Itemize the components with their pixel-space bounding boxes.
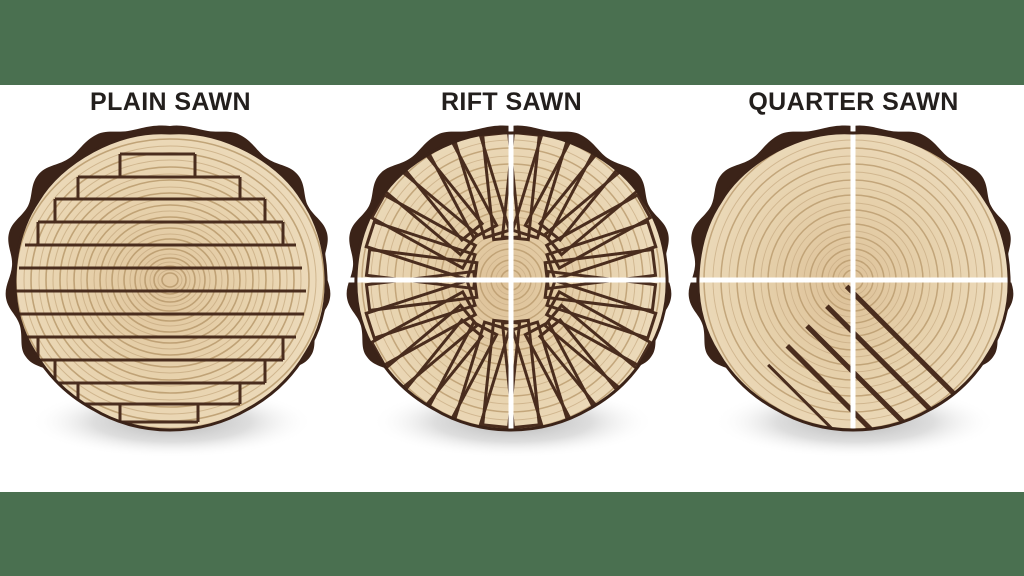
panel-plain-sawn: PLAIN SAWN bbox=[0, 85, 341, 492]
panel-title-plain-sawn: PLAIN SAWN bbox=[90, 88, 251, 116]
rift-sawn-svg bbox=[346, 119, 675, 458]
panel-title-quarter-sawn: QUARTER SAWN bbox=[748, 88, 959, 116]
plain-sawn-svg bbox=[5, 125, 331, 458]
log-cross-section-plain-sawn bbox=[0, 117, 341, 477]
bark-inner-edge bbox=[354, 131, 669, 432]
quarter-cross-lines-outer bbox=[689, 119, 1017, 423]
bark-inner-edge bbox=[13, 131, 328, 432]
panel-rift-sawn: RIFT SAWN bbox=[341, 85, 682, 492]
log-cross-section-rift-sawn bbox=[341, 117, 682, 477]
panel-quarter-sawn: QUARTER SAWN bbox=[683, 85, 1024, 492]
quarter-cross-lines-outer bbox=[347, 119, 675, 423]
white-content-sheet: PLAIN SAWN bbox=[0, 85, 1024, 492]
top-letterbox-band bbox=[0, 0, 1024, 85]
wood-body bbox=[14, 132, 327, 430]
bark-inner-edge bbox=[696, 131, 1011, 432]
board-cut-lines bbox=[15, 152, 306, 424]
panel-title-rift-sawn: RIFT SAWN bbox=[440, 88, 583, 116]
growth-rings-fine bbox=[14, 132, 327, 430]
bottom-letterbox-band bbox=[0, 492, 1024, 576]
quarter-sawn-svg bbox=[688, 119, 1017, 458]
log-cross-section-quarter-sawn bbox=[683, 117, 1024, 477]
